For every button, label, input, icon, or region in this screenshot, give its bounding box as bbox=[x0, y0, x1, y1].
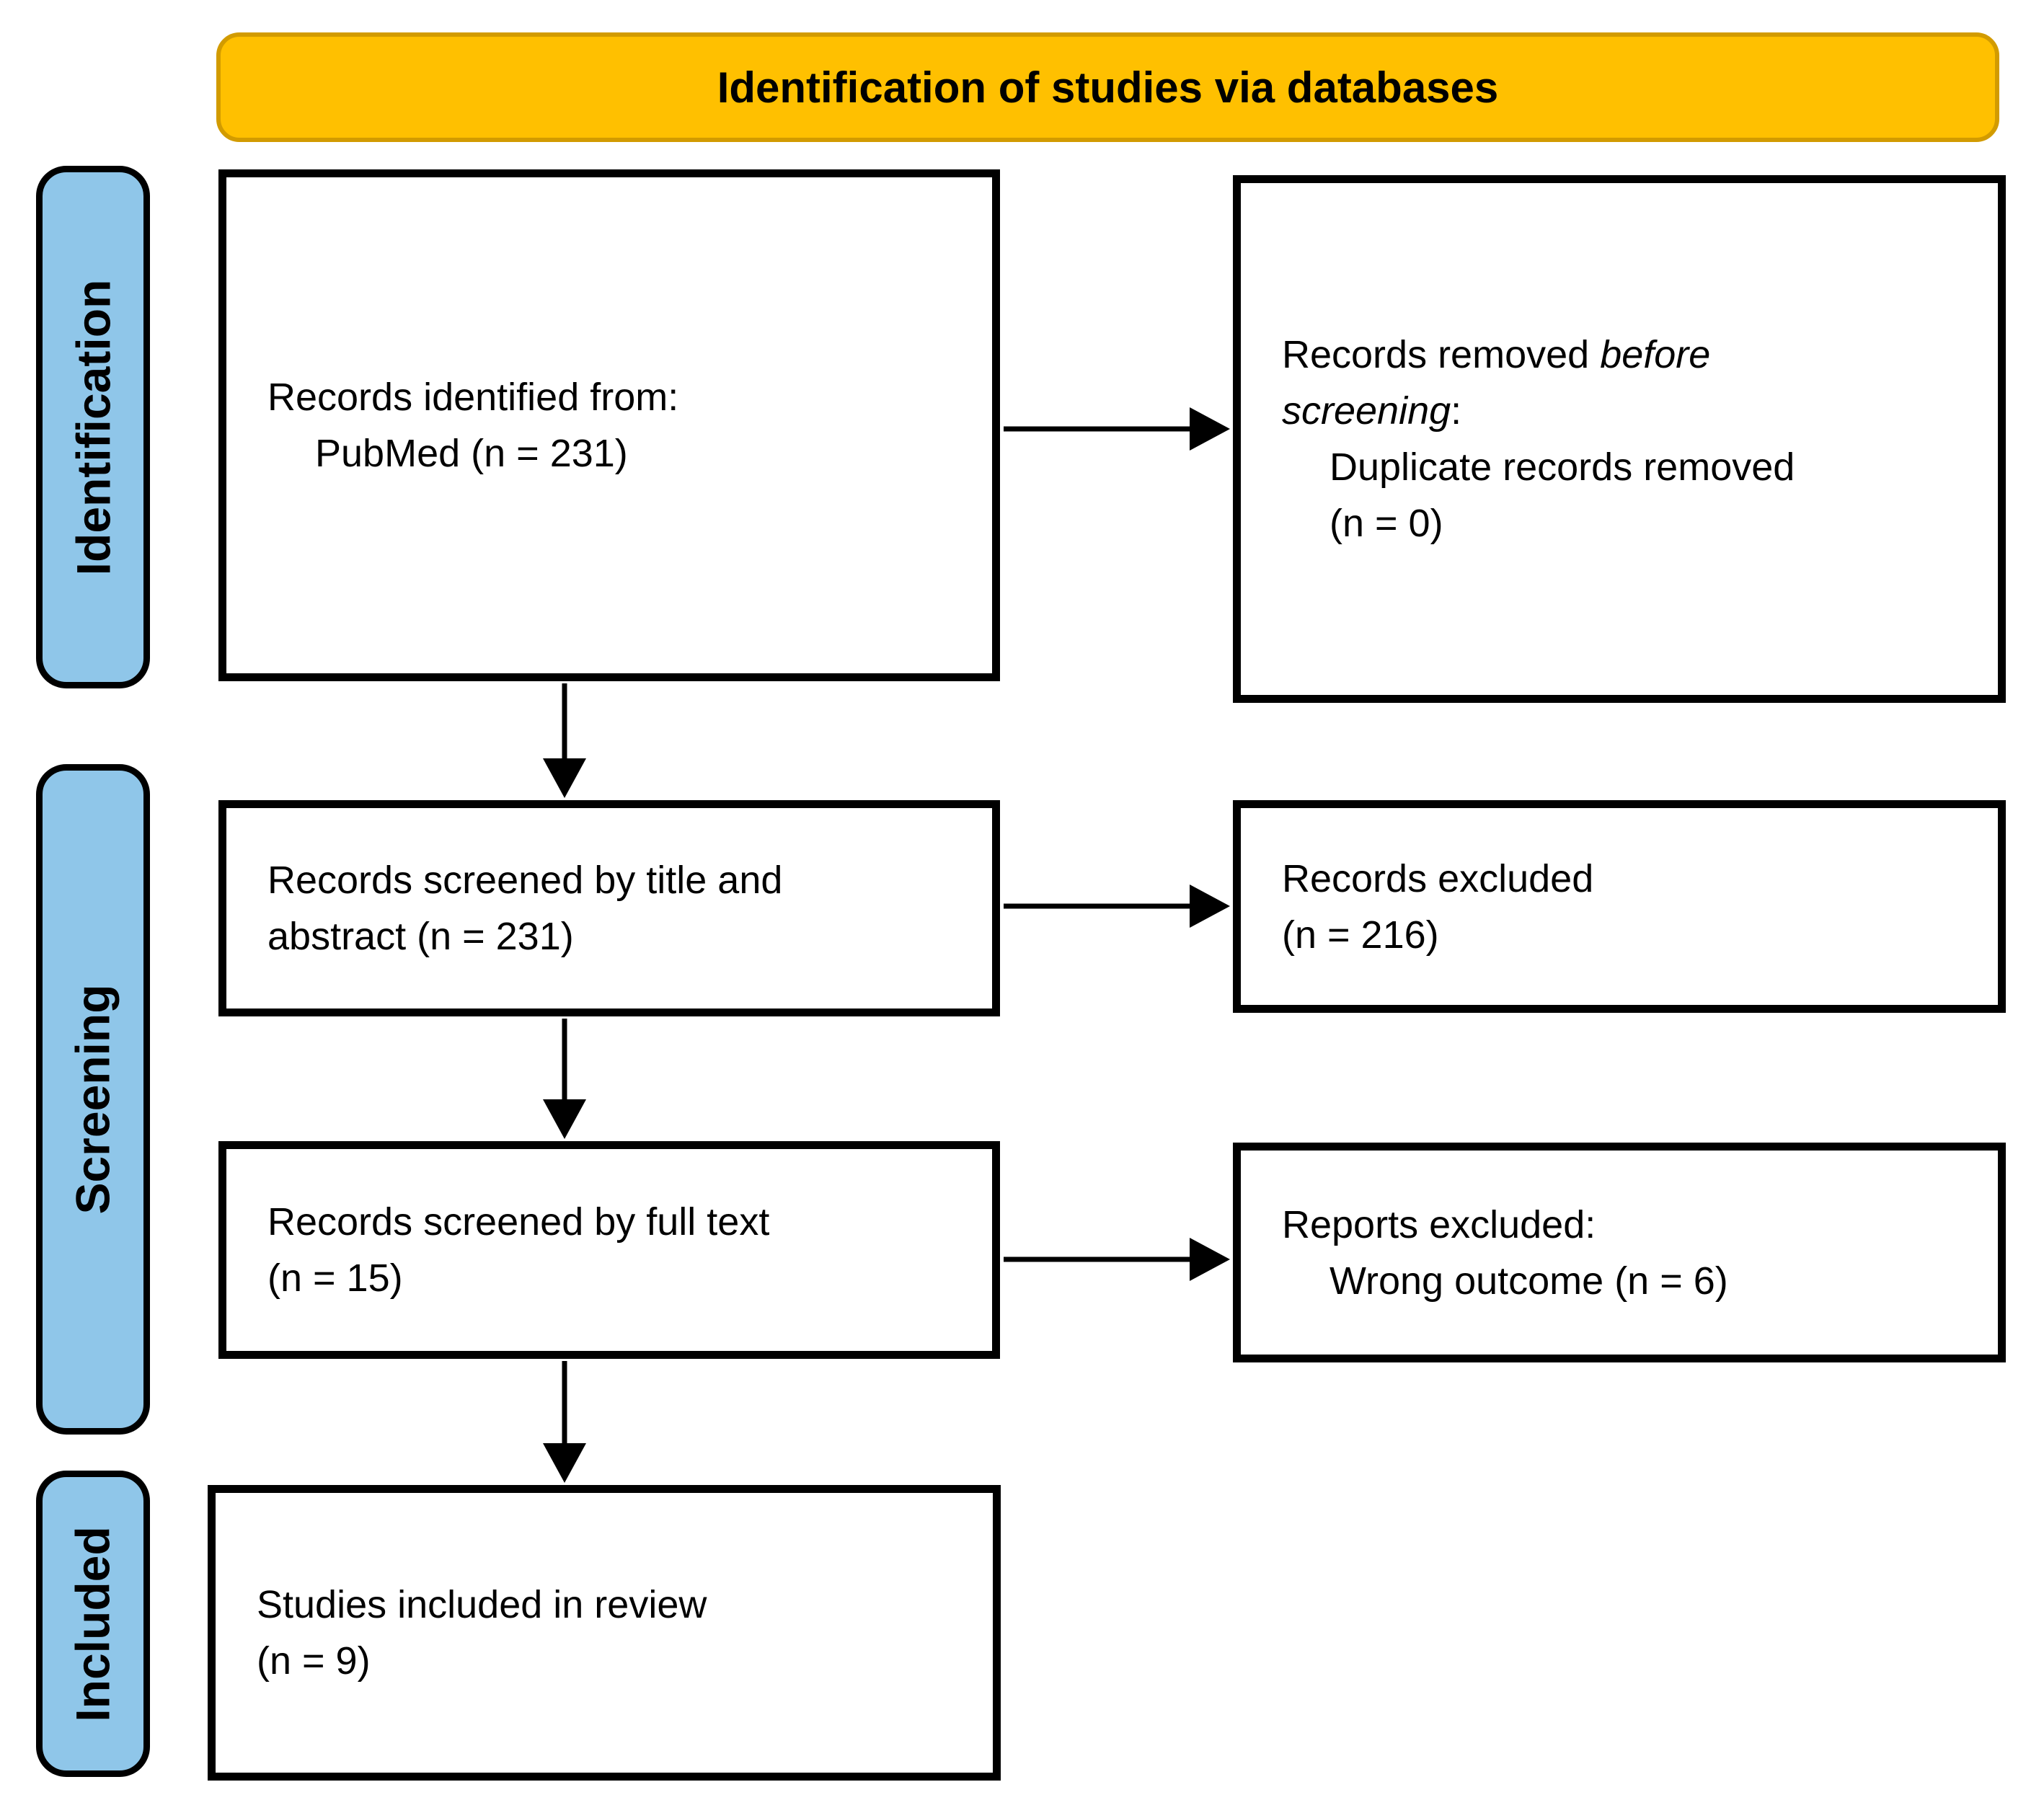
arrow-down-2 bbox=[543, 1019, 586, 1139]
box-records-screened-full-text: Records screened by full text (n = 15) bbox=[218, 1141, 1000, 1359]
box-records-screened-title-abstract: Records screened by title and abstract (… bbox=[218, 800, 1000, 1016]
box-records-excluded-line2: (n = 216) bbox=[1282, 913, 1439, 957]
arrow-right-row3 bbox=[1004, 1238, 1230, 1281]
box-reports-excluded-line2: Wrong outcome (n = 6) bbox=[1330, 1259, 1728, 1303]
box-records-removed-line3: Duplicate records removed bbox=[1330, 446, 1795, 489]
box-screened-title-abstract-line2: abstract (n = 231) bbox=[267, 915, 574, 958]
box-records-removed-line2: screening: bbox=[1282, 389, 1462, 433]
arrow-down-1 bbox=[543, 683, 586, 798]
box-records-identified-line2: PubMed (n = 231) bbox=[315, 432, 628, 475]
stage-label-included-text: Included bbox=[66, 1525, 120, 1722]
stage-label-identification: Identification bbox=[36, 166, 150, 688]
box-studies-included-line1: Studies included in review bbox=[257, 1583, 707, 1626]
stage-label-screening-text: Screening bbox=[66, 984, 120, 1215]
box-records-removed-before-screening: Records removed before screening: Duplic… bbox=[1233, 175, 2006, 703]
box-records-identified-line1: Records identified from: bbox=[267, 376, 679, 419]
box-studies-included: Studies included in review (n = 9) bbox=[208, 1485, 1001, 1781]
diagram-title: Identification of studies via databases bbox=[717, 63, 1499, 112]
stage-label-included: Included bbox=[36, 1471, 150, 1777]
arrow-right-row2 bbox=[1004, 885, 1230, 928]
diagram-title-banner: Identification of studies via databases bbox=[216, 32, 1999, 142]
box-screened-full-text-line1: Records screened by full text bbox=[267, 1200, 770, 1244]
box-screened-title-abstract-line1: Records screened by title and bbox=[267, 859, 783, 902]
box-studies-included-line2: (n = 9) bbox=[257, 1639, 371, 1683]
arrow-down-3 bbox=[543, 1361, 586, 1483]
box-records-excluded: Records excluded (n = 216) bbox=[1233, 800, 2006, 1013]
box-reports-excluded-line1: Reports excluded: bbox=[1282, 1202, 1596, 1246]
box-records-excluded-line1: Records excluded bbox=[1282, 856, 1594, 900]
stage-label-identification-text: Identification bbox=[66, 279, 120, 575]
arrow-right-row1 bbox=[1004, 407, 1230, 451]
box-records-removed-line1: Records removed before bbox=[1282, 333, 1711, 376]
stage-label-screening: Screening bbox=[36, 764, 150, 1435]
box-records-identified: Records identified from: PubMed (n = 231… bbox=[218, 169, 1000, 681]
box-screened-full-text-line2: (n = 15) bbox=[267, 1256, 403, 1300]
box-reports-excluded: Reports excluded: Wrong outcome (n = 6) bbox=[1233, 1143, 2006, 1362]
box-records-removed-line4: (n = 0) bbox=[1330, 502, 1443, 545]
